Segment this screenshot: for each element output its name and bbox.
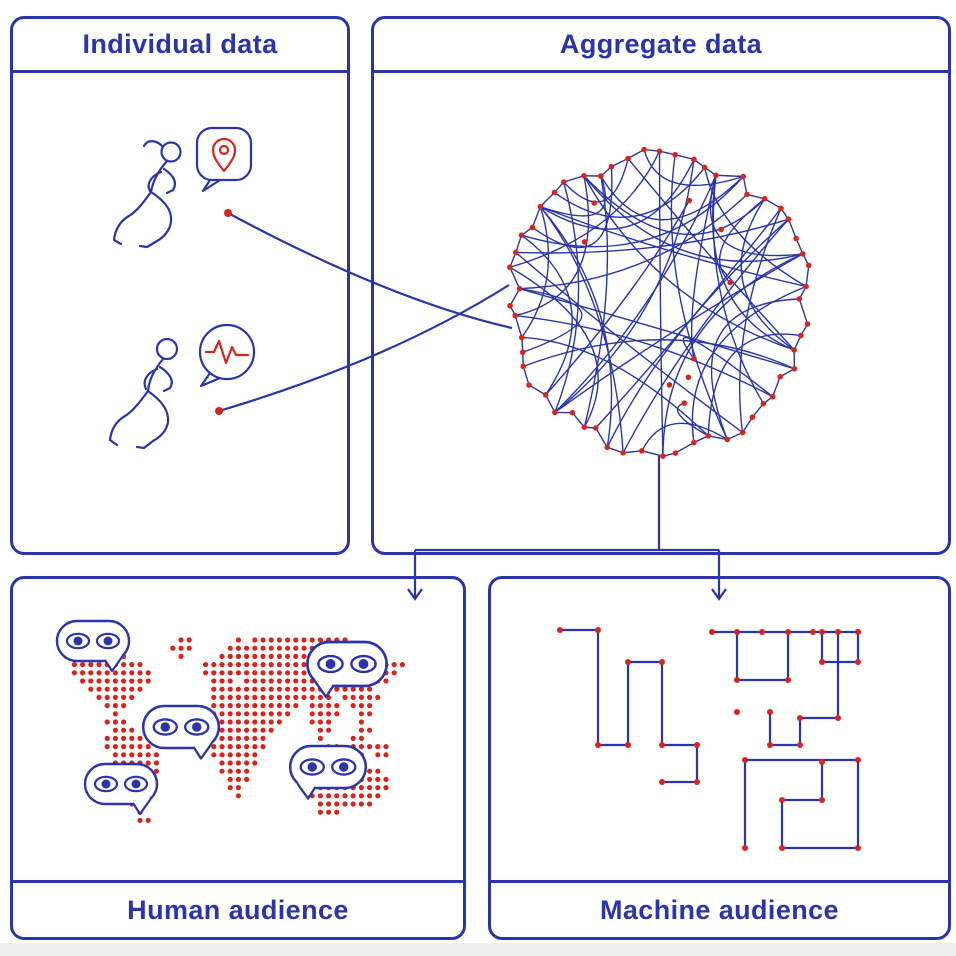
- panel-title-machine: Machine audience: [600, 894, 839, 925]
- panel-individual-data: Individual data: [10, 16, 350, 555]
- bottom-margin: [0, 943, 956, 956]
- panel-title-individual: Individual data: [82, 29, 278, 59]
- panel-footer-machine: Machine audience: [491, 880, 948, 937]
- panel-title-human: Human audience: [127, 894, 349, 925]
- panel-header-aggregate: Aggregate data: [374, 19, 948, 73]
- panel-title-aggregate: Aggregate data: [559, 29, 763, 59]
- panel-header-individual: Individual data: [13, 19, 347, 73]
- panel-machine-audience: Machine audience: [488, 576, 951, 940]
- panel-aggregate-data: Aggregate data: [371, 16, 951, 555]
- panel-footer-human: Human audience: [13, 880, 463, 937]
- panel-human-audience: Human audience: [10, 576, 466, 940]
